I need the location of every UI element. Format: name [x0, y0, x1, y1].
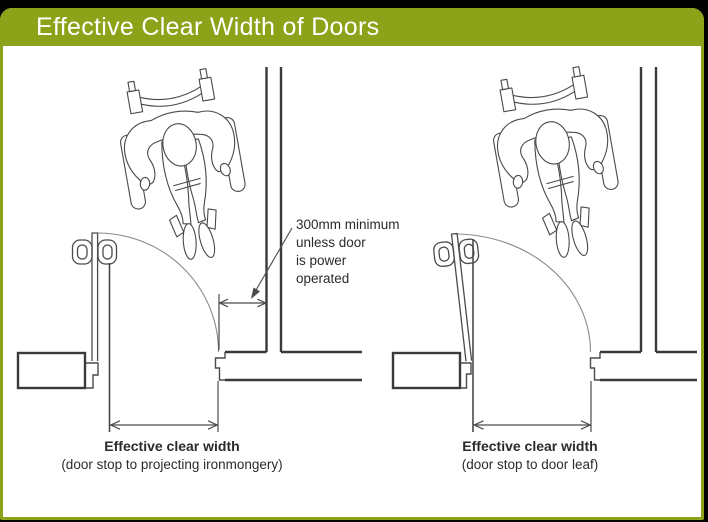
note-line: operated — [296, 271, 350, 286]
caption-title: Effective clear width — [462, 438, 598, 454]
caption-subtitle: (door stop to projecting ironmongery) — [61, 457, 283, 472]
caption-title: Effective clear width — [104, 438, 240, 454]
power-door-note: 300mm minimum unless door is power opera… — [296, 216, 436, 288]
right-diagram-caption: Effective clear width (door stop to door… — [380, 437, 680, 473]
note-line: 300mm minimum — [296, 217, 400, 232]
page-title: Effective Clear Width of Doors — [36, 13, 380, 41]
note-line: is power — [296, 253, 347, 268]
title-bar: Effective Clear Width of Doors — [0, 8, 704, 46]
left-diagram-caption: Effective clear width (door stop to proj… — [22, 437, 322, 473]
note-line: unless door — [296, 235, 366, 250]
caption-subtitle: (door stop to door leaf) — [461, 457, 599, 472]
